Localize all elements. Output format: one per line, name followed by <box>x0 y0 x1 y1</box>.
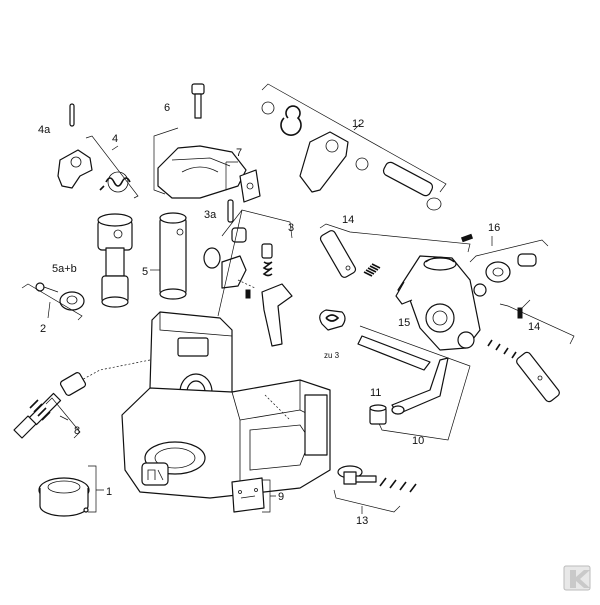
part-14-lower-pin-spring <box>487 299 575 403</box>
callout-14-upper: 14 <box>342 214 354 226</box>
part-12-lever-group <box>261 83 447 211</box>
part-7-plate <box>225 161 261 203</box>
part-8-bolt-spring <box>13 372 87 439</box>
callout-13: 13 <box>356 515 368 527</box>
callout-6: 6 <box>164 102 170 114</box>
part-zu3-spring-clip <box>319 309 346 331</box>
callout-5ab: 5a+b <box>52 263 77 275</box>
callout-labels: 1 2 3 3a 4 4a 5 5a+b 6 7 8 9 10 11 12 13… <box>38 102 540 527</box>
part-3-lever-assembly <box>203 209 293 347</box>
part-1-flange-bushing <box>38 465 104 517</box>
part-6-cover <box>153 83 247 199</box>
callout-4: 4 <box>112 133 118 145</box>
part-9-label-plate <box>231 477 276 513</box>
callout-2: 2 <box>40 323 46 335</box>
callout-zu3: zu 3 <box>324 351 340 360</box>
callout-8: 8 <box>74 425 80 437</box>
part-10-handle-rod <box>357 325 471 441</box>
part-2-screw-cap <box>21 282 85 321</box>
callout-3: 3 <box>288 222 294 234</box>
main-housing <box>77 311 331 499</box>
callout-14-lower: 14 <box>528 321 540 333</box>
callout-7: 7 <box>236 147 242 159</box>
callout-11: 11 <box>370 387 381 399</box>
part-13-bolt-spring <box>333 465 417 514</box>
part-4-latch-spring <box>57 103 139 199</box>
callout-3a: 3a <box>204 209 217 221</box>
part-5ab-sleeve <box>97 213 133 308</box>
part-11-bushing <box>369 404 387 425</box>
callout-4a: 4a <box>38 124 51 136</box>
part-14-upper-pin-spring <box>319 223 474 278</box>
callout-5: 5 <box>142 266 148 278</box>
callout-10: 10 <box>412 435 424 447</box>
callout-12: 12 <box>352 118 364 130</box>
callout-1: 1 <box>106 486 112 498</box>
brand-logo <box>563 565 591 591</box>
part-15-coupling-jaw <box>395 255 481 351</box>
part-3a-pin <box>227 199 234 223</box>
callout-9: 9 <box>278 491 284 503</box>
part-16-nut-washer <box>469 236 549 297</box>
part-5-coupling-pin <box>150 212 187 300</box>
callout-16: 16 <box>488 222 500 234</box>
callout-15: 15 <box>398 317 410 329</box>
